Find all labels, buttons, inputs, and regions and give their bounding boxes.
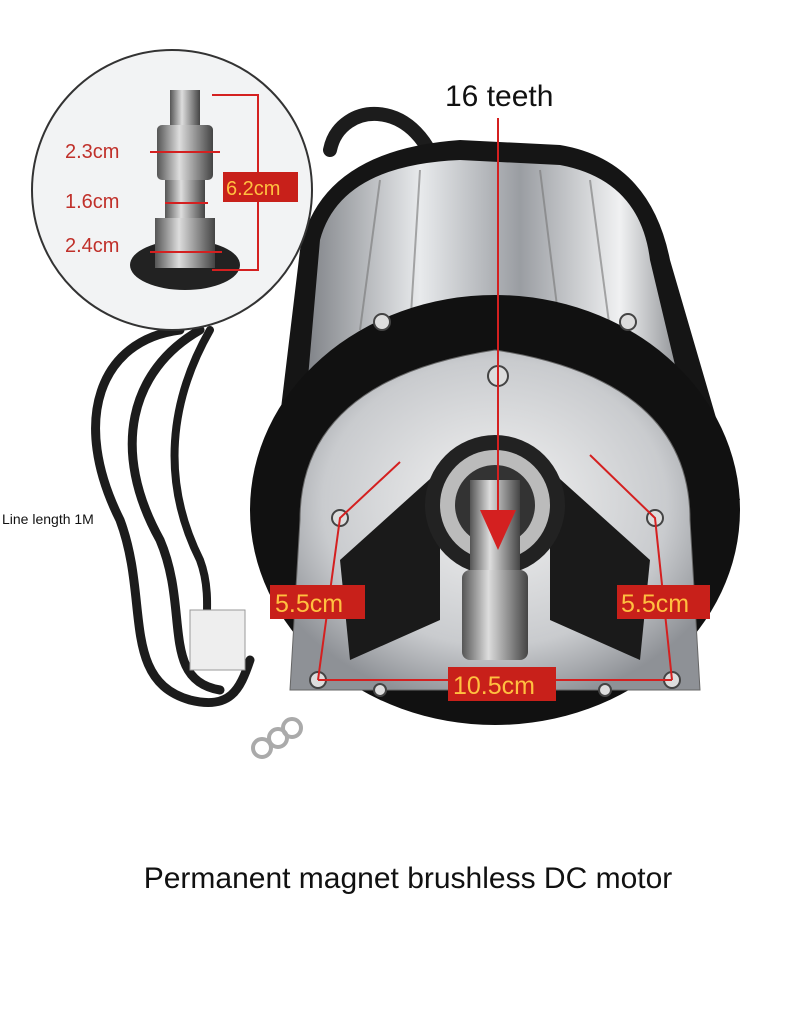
- mount-left-label: 5.5cm: [275, 590, 343, 618]
- shaft-detail-inset: [31, 49, 313, 331]
- dimension-lines: [317, 118, 673, 681]
- caption: Permanent magnet brushless DC motor: [144, 862, 673, 895]
- ring-terminals: [251, 717, 303, 759]
- mount-right-label: 5.5cm: [621, 590, 689, 618]
- shaft-length-label: 6.2cm: [226, 178, 280, 200]
- teeth-count-label: 16 teeth: [445, 80, 553, 113]
- shaft-diameter-label: 1.6cm: [65, 191, 119, 213]
- mount-width-label-box: [448, 667, 556, 701]
- mount-left-label-box: [270, 585, 365, 619]
- line-length-label: Line length 1M: [2, 511, 94, 527]
- connector-plug: [189, 609, 246, 671]
- base-diameter-label: 2.4cm: [65, 235, 119, 257]
- shaft-length-label-box: [223, 172, 298, 202]
- gear-diameter-label: 2.3cm: [65, 141, 119, 163]
- mount-right-label-box: [617, 585, 710, 619]
- gear-16-teeth: [462, 570, 528, 660]
- mount-width-label: 10.5cm: [453, 672, 535, 700]
